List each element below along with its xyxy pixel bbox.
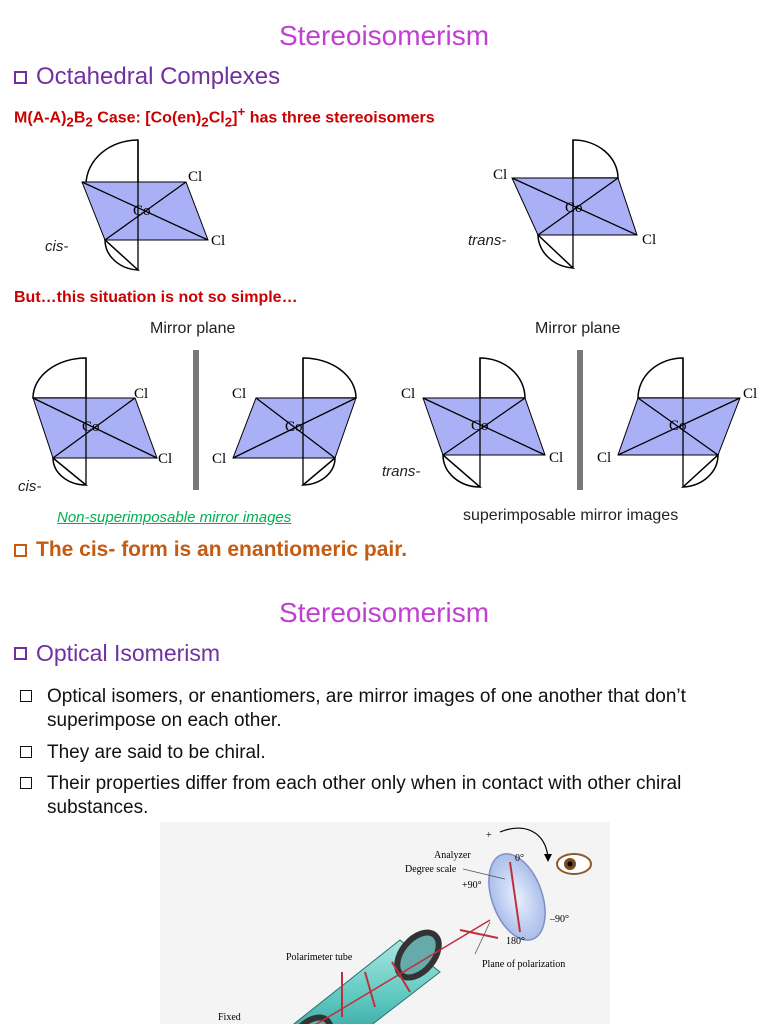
checkbox-bullet-icon (20, 746, 32, 758)
cis-complex-top: Co Cl Cl (81, 139, 225, 271)
mirror-images-diagram: Co Cl Cl Co Cl Cl Co Cl Cl Co Cl (32, 350, 757, 490)
optical-isomerism-heading-text: Optical Isomerism (36, 640, 221, 666)
polarimeter-tube (286, 919, 499, 1024)
checkbox-bullet-icon (20, 690, 32, 702)
svg-text:Co: Co (82, 419, 100, 435)
svg-text:Cl: Cl (549, 450, 563, 466)
trans-label-top: trans- (468, 232, 507, 249)
fixed-label: Fixed (218, 1012, 241, 1023)
co-label: Co (133, 203, 151, 219)
slide2-title: Stereoisomerism (278, 597, 490, 628)
slide1-title: Stereoisomerism (278, 20, 490, 51)
svg-text:Cl: Cl (158, 451, 172, 467)
minus90-label: –90° (549, 914, 569, 925)
svg-text:Cl: Cl (743, 386, 757, 402)
zero-degree-label: 0° (515, 853, 524, 864)
trans-label-bottom: trans- (382, 463, 421, 480)
non-superimposable-caption: Non-superimposable mirror images (57, 509, 292, 526)
case-line: M(A-A)2B2 Case: [Co(en)2Cl2]+ has three … (14, 104, 435, 130)
svg-text:Co: Co (565, 200, 583, 216)
svg-text:Cl: Cl (232, 386, 246, 402)
svg-text:Cl: Cl (188, 169, 202, 185)
plane-of-polarization-label: Plane of polarization (482, 959, 565, 970)
slide1-heading: Octahedral Complexes (14, 63, 280, 91)
bullet-item: They are said to be chiral. (20, 741, 740, 765)
en-ring-upper (572, 139, 619, 179)
svg-text:Co: Co (285, 419, 303, 435)
subtitle-not-simple: But…this situation is not so simple… (14, 289, 298, 306)
deg180-label: 180° (506, 936, 525, 947)
analyzer-disc (488, 853, 546, 941)
checkbox-bullet-icon (14, 647, 27, 660)
eye-icon (556, 853, 592, 875)
degree-scale-label: Degree scale (405, 864, 457, 875)
svg-text:Cl: Cl (212, 451, 226, 467)
bullet-item: Their properties differ from each other … (20, 772, 740, 820)
slide2-heading: Optical Isomerism (14, 640, 220, 667)
svg-text:Cl: Cl (134, 386, 148, 402)
svg-text:Co: Co (471, 418, 489, 434)
svg-text:Cl: Cl (642, 232, 656, 248)
cis-complex-right: Co Cl Cl (212, 357, 357, 486)
polarimeter-tube-label: Polarimeter tube (286, 952, 353, 963)
checkbox-bullet-icon (14, 543, 27, 557)
svg-text:Cl: Cl (211, 233, 225, 249)
plus-sign: + (486, 830, 492, 841)
cis-label-top: cis- (45, 238, 69, 255)
mirror-line-right (577, 350, 583, 490)
cis-label-bottom: cis- (18, 478, 42, 495)
svg-text:Co: Co (669, 418, 687, 434)
conclusion-text: The cis- form is an enantiomeric pair. (36, 538, 408, 561)
plus90-label: +90° (462, 880, 482, 891)
mirror-line-left (193, 350, 199, 490)
octahedral-heading-text: Octahedral Complexes (36, 63, 281, 90)
rotation-arrow (499, 827, 549, 858)
superimposable-caption: superimposable mirror images (463, 507, 679, 524)
en-ring-upper (85, 139, 139, 185)
svg-text:Cl: Cl (493, 167, 507, 183)
checkbox-bullet-icon (14, 70, 27, 84)
trans-complex-top: Co Cl Cl (493, 139, 656, 269)
checkbox-bullet-icon (20, 777, 32, 789)
svg-text:Cl: Cl (401, 386, 415, 402)
mirror-plane-label-left: Mirror plane (150, 320, 236, 337)
conclusion-line: The cis- form is an enantiomeric pair. (14, 538, 407, 562)
polarimeter-figure: + Analyzer Degree scale 0° +90° –90° 180… (160, 822, 610, 1024)
trans-complex-left: Co Cl Cl (401, 357, 563, 488)
mirror-plane-label-right: Mirror plane (535, 320, 621, 337)
cis-complex-left: Co Cl Cl (32, 357, 172, 486)
svg-text:Cl: Cl (597, 450, 611, 466)
top-complexes-diagram: Co Cl Cl Co Cl Cl (81, 139, 656, 271)
analyzer-label: Analyzer (434, 850, 471, 861)
trans-complex-right: Co Cl Cl (597, 357, 757, 488)
bullet-item: Optical isomers, or enantiomers, are mir… (20, 685, 740, 733)
